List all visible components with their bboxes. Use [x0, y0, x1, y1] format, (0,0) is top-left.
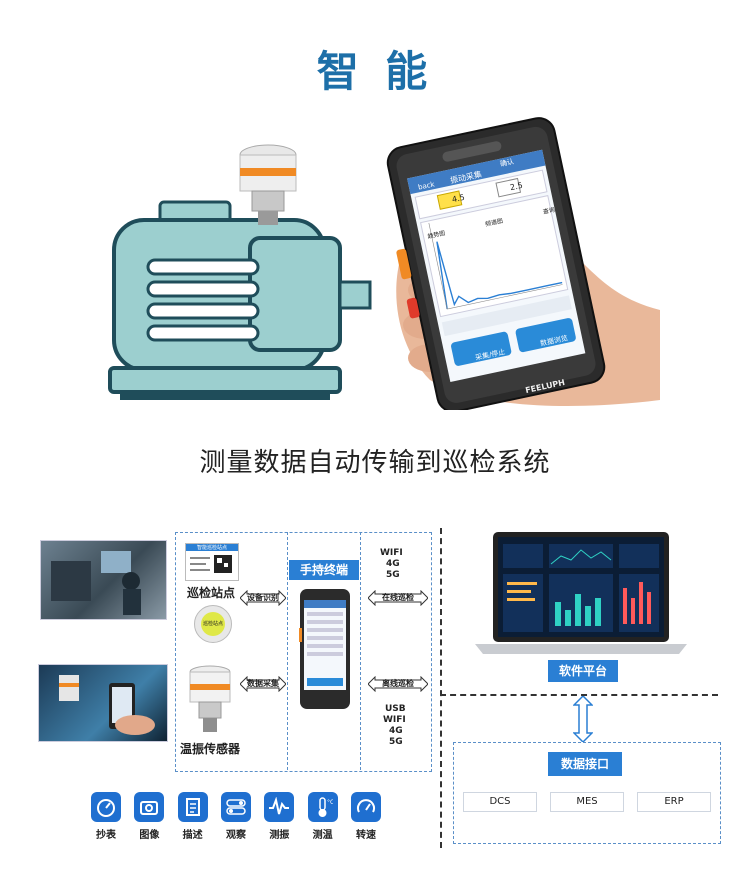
feature-observe: 观察 [216, 792, 256, 841]
qr-caption: 智能巡检站点 [186, 544, 238, 551]
online-wifi: WIFI [380, 548, 403, 558]
feature-vibration: 测振 [259, 792, 299, 841]
offline-network-list: USB WIFI 4G 5G [383, 704, 406, 748]
qr-station-card: 智能巡检站点 [185, 543, 239, 581]
feature-speed: 转速 [346, 792, 386, 841]
inspection-photo-art [51, 551, 141, 615]
interface-dcs: DCS [463, 792, 537, 812]
station-label: 巡检站点 [187, 586, 236, 600]
divider-left [287, 532, 288, 770]
thermometer-icon: °C [307, 792, 338, 822]
feature-label: 测温 [312, 830, 333, 841]
offline-usb: USB [385, 704, 406, 714]
terminal-device-art [299, 589, 350, 709]
handheld-device-illustration [386, 117, 606, 413]
feature-label: 抄表 [96, 830, 116, 841]
feature-meter-reading: 抄表 [86, 792, 126, 841]
online-patrol-arrow: 在线巡检 [367, 589, 429, 607]
feature-icon-row: 抄表 图像 描述 观察 测振 °C 测温 转速 [86, 792, 386, 841]
feature-label: 观察 [225, 830, 246, 841]
interface-mes: MES [550, 792, 624, 812]
offline-5g: 5G [389, 737, 403, 747]
offline-patrol-label: 离线巡检 [382, 679, 414, 688]
laptop-art [475, 532, 687, 654]
online-network-list: WIFI 4G 5G [380, 548, 403, 581]
svg-text:°C: °C [327, 799, 333, 806]
offline-patrol-arrow: 离线巡检 [367, 675, 429, 693]
vibration-sensor-illustration [239, 144, 297, 225]
motor-and-handheld [108, 117, 660, 413]
data-interface-label: 数据接口 [548, 752, 622, 776]
offline-4g: 4G [389, 726, 403, 736]
motor-illustration [108, 200, 372, 400]
waveform-icon [264, 792, 295, 822]
software-platform-label: 软件平台 [548, 660, 618, 682]
feature-label: 描述 [182, 830, 203, 841]
data-collect-label: 数据采集 [247, 679, 279, 688]
terminal-device [299, 588, 351, 710]
page-subtitle: 测量数据自动传输到巡检系统 [199, 448, 551, 478]
vertical-separator [440, 528, 442, 848]
system-diagram-box [175, 532, 432, 772]
feature-image: 图像 [129, 792, 169, 841]
sensor-label: 温振传感器 [180, 742, 241, 756]
device-identify-label: 设备识别 [247, 593, 279, 602]
qr-code-icon [190, 555, 232, 573]
interface-erp: ERP [637, 792, 711, 812]
feature-label: 测振 [269, 830, 290, 841]
nfc-tag: 巡检站点 [194, 605, 232, 643]
page-title: 智 能 [316, 47, 434, 96]
sensor-photo-art [59, 675, 155, 735]
data-interface-box [453, 742, 721, 844]
feature-label: 转速 [355, 830, 376, 841]
divider-right [360, 532, 361, 770]
gauge-icon [91, 792, 121, 822]
hero-illustration: 振动采集 back 确认 4.5 2.5 趋势图 频谱图 查询 采集/停止 数据… [100, 110, 680, 413]
field-inspection-photo [40, 540, 167, 620]
online-4g: 4G [386, 559, 400, 569]
data-collect-arrow: 数据采集 [239, 675, 287, 693]
online-patrol-label: 在线巡检 [382, 593, 414, 602]
toggle-icon [220, 792, 251, 822]
online-5g: 5G [386, 570, 400, 580]
sensor-icon [189, 665, 231, 732]
terminal-label: 手持终端 [289, 560, 359, 580]
laptop-dashboard [475, 532, 687, 658]
device-identify-arrow: 设备识别 [239, 589, 287, 607]
nfc-caption: 巡检站点 [201, 612, 225, 636]
horizontal-separator [440, 694, 718, 696]
document-icon [177, 792, 208, 822]
sensor-usage-photo [38, 664, 168, 742]
feature-temperature: °C 测温 [303, 792, 343, 841]
temp-vibration-sensor [186, 664, 234, 736]
speedometer-icon [350, 792, 381, 822]
feature-label: 图像 [139, 830, 160, 841]
feature-description: 描述 [173, 792, 213, 841]
platform-interface-arrow [572, 694, 594, 744]
camera-icon [134, 792, 165, 822]
offline-wifi: WIFI [383, 715, 406, 725]
